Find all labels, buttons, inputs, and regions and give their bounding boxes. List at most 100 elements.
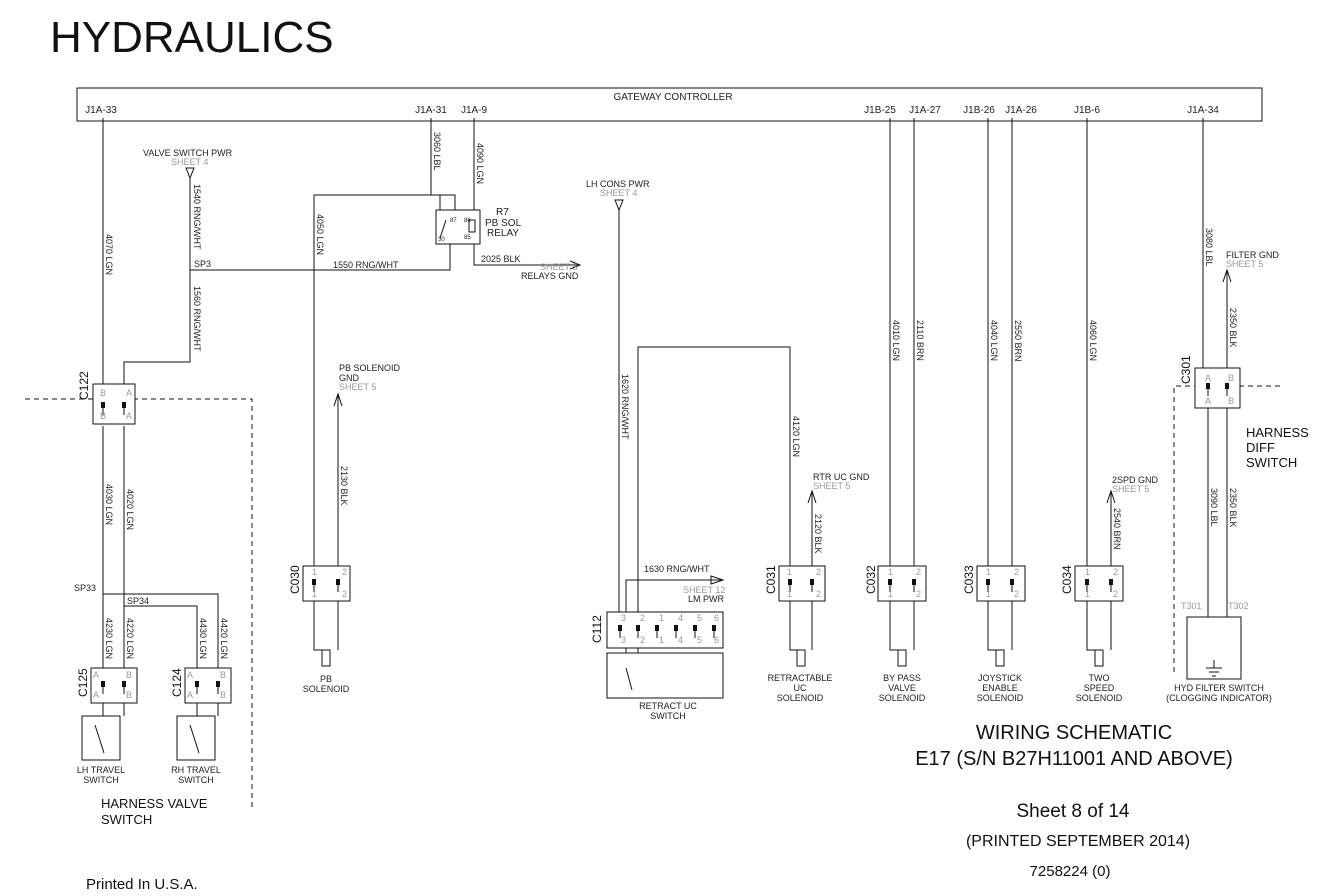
wire-label: 2110 BRN — [915, 320, 925, 361]
svg-text:B: B — [126, 670, 132, 680]
component-label: UC — [794, 683, 807, 693]
svg-text:B: B — [220, 670, 226, 680]
component-labels: PB SOLENOID RETRACT UC SWITCH RETRACTABL… — [77, 673, 1272, 785]
relay-name: PB SOL — [485, 218, 522, 229]
wire-label: 2130 BLK — [339, 466, 349, 506]
ref-sheet: SHEET 4 — [600, 188, 637, 198]
svg-text:A: A — [93, 670, 99, 680]
wire-label: 4050 LGN — [315, 214, 325, 255]
pin-label: J1A-27 — [909, 105, 941, 116]
svg-text:3: 3 — [621, 635, 626, 645]
svg-text:B: B — [1228, 396, 1234, 406]
wire-label: 1550 RNG/WHT — [333, 260, 399, 270]
svg-text:2: 2 — [916, 589, 921, 599]
wire-label: 2350 BLK — [1228, 488, 1238, 528]
wire-label: 2540 BRN — [1112, 508, 1122, 550]
ref-label: GND — [339, 373, 360, 383]
pin-label: J1A-31 — [415, 105, 447, 116]
svg-text:2: 2 — [640, 635, 645, 645]
svg-text:1: 1 — [312, 567, 317, 577]
svg-text:A: A — [126, 388, 132, 398]
component-label: RH TRAVEL — [171, 765, 221, 775]
wire-label: 4010 LGN — [891, 320, 901, 361]
svg-text:B: B — [220, 690, 226, 700]
svg-text:A: A — [1205, 373, 1211, 383]
splice-label: SP33 — [74, 583, 96, 593]
part-number: 7258224 (0) — [1030, 863, 1111, 880]
svg-text:1: 1 — [659, 635, 664, 645]
connector-label: C032 — [864, 565, 878, 594]
svg-text:2: 2 — [1113, 589, 1118, 599]
retract-uc-switch-symbol — [606, 652, 724, 699]
ref-sheet: SHEET 5 — [339, 382, 376, 392]
connector-c032 — [877, 565, 927, 602]
pin-label: J1B-6 — [1074, 105, 1101, 116]
wire-label: 4040 LGN — [989, 320, 999, 361]
wire-label: 4020 LGN — [125, 489, 135, 530]
wire-label: 1630 RNG/WHT — [644, 564, 710, 574]
connector-c301 — [1194, 367, 1241, 409]
svg-text:B: B — [100, 411, 106, 421]
wire-label: 3090 LBL — [1209, 488, 1219, 527]
component-label: SPEED — [1084, 683, 1115, 693]
relay-name: RELAY — [487, 228, 519, 239]
connector-label: C122 — [77, 371, 91, 400]
wire-label: 4070 LGN — [104, 234, 114, 275]
svg-text:1: 1 — [888, 567, 893, 577]
component-label: BY PASS — [883, 673, 921, 683]
svg-text:30: 30 — [438, 237, 445, 243]
wire-label: 2350 BLK — [1228, 308, 1238, 348]
harness-label: DIFF — [1246, 440, 1275, 455]
wire-label: 4220 LGN — [125, 618, 135, 659]
component-label: SOLENOID — [977, 693, 1024, 703]
connector-c031 — [778, 565, 826, 602]
pin-label: J1A-26 — [1005, 105, 1037, 116]
component-label: JOYSTICK — [978, 673, 1022, 683]
ref-label: VALVE SWITCH PWR — [143, 148, 233, 158]
pin-label: J1A-34 — [1187, 105, 1219, 116]
svg-text:3: 3 — [621, 613, 626, 623]
svg-text:1: 1 — [986, 589, 991, 599]
svg-text:1: 1 — [1085, 567, 1090, 577]
svg-text:86: 86 — [464, 218, 471, 224]
terminal-label: T301 — [1181, 601, 1202, 611]
page-title: HYDRAULICS — [50, 13, 334, 62]
component-label: SOLENOID — [303, 684, 350, 694]
svg-text:2: 2 — [1014, 589, 1019, 599]
sheet-number: Sheet 8 of 14 — [1016, 801, 1129, 822]
component-label: SWITCH — [650, 711, 686, 721]
svg-text:4: 4 — [678, 635, 683, 645]
svg-text:2: 2 — [816, 589, 821, 599]
svg-text:1: 1 — [659, 613, 664, 623]
svg-text:1: 1 — [888, 589, 893, 599]
ref-label: 2SPD GND — [1112, 475, 1159, 485]
component-label: LH TRAVEL — [77, 765, 125, 775]
ref-sheet: SHEET 5 — [813, 481, 850, 491]
svg-text:A: A — [1205, 396, 1211, 406]
wiring — [102, 118, 1232, 716]
wire-label: 4030 LGN — [104, 484, 114, 525]
component-label: SOLENOID — [777, 693, 824, 703]
svg-text:1: 1 — [986, 567, 991, 577]
component-label: TWO — [1089, 673, 1110, 683]
svg-text:A: A — [126, 411, 132, 421]
svg-text:A: A — [187, 690, 193, 700]
hyd-filter-switch-symbol — [1186, 616, 1242, 680]
svg-text:2: 2 — [1113, 567, 1118, 577]
component-label: RETRACTABLE — [768, 673, 833, 683]
harness-label: SWITCH — [101, 812, 152, 827]
component-label: RETRACT UC — [639, 701, 697, 711]
ref-label: PB SOLENOID — [339, 363, 401, 373]
svg-text:1: 1 — [312, 589, 317, 599]
svg-text:2: 2 — [640, 613, 645, 623]
wire-label: 3060 LBL — [432, 132, 442, 171]
harness-label: SWITCH — [1246, 455, 1297, 470]
connector-label: C125 — [76, 668, 90, 697]
svg-text:2: 2 — [816, 567, 821, 577]
svg-text:5: 5 — [697, 635, 702, 645]
svg-text:1: 1 — [787, 589, 792, 599]
svg-text:2: 2 — [916, 567, 921, 577]
ref-sheet: SHEET 12 — [683, 585, 725, 595]
wire-labels-vertical: 4070 LGN 1540 RNG/WHT 1560 RNG/WHT 4050 … — [104, 132, 1238, 659]
wire-label: 1620 RNG/WHT — [620, 374, 630, 440]
